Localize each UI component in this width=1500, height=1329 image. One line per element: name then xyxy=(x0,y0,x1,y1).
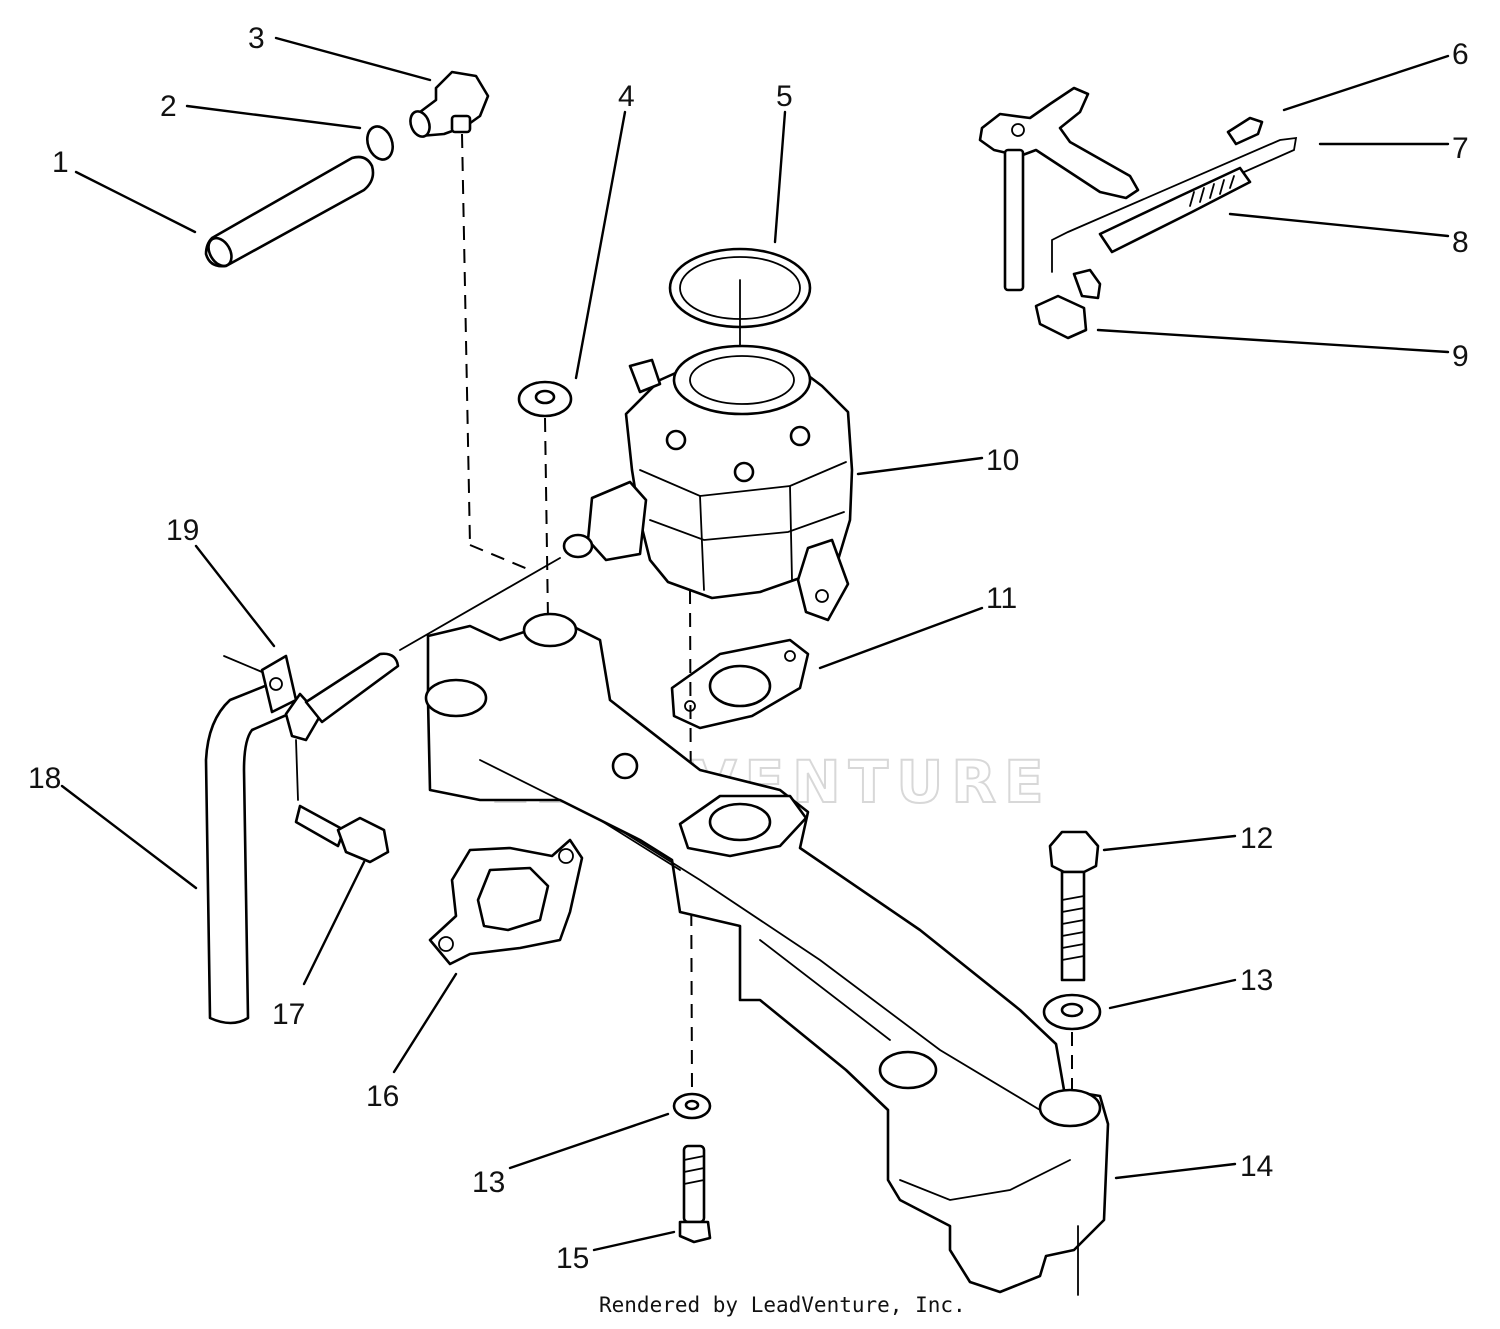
part-washer-right xyxy=(1042,993,1102,1090)
callout-18: 18 xyxy=(28,762,61,795)
part-fuel-hose xyxy=(204,155,375,268)
part-tube xyxy=(204,678,300,1025)
part-spring xyxy=(1098,166,1252,254)
callout-16: 16 xyxy=(366,1080,399,1113)
callout-19: 19 xyxy=(166,514,199,547)
part-screw-small xyxy=(1226,116,1264,146)
part-elbow-fitting xyxy=(409,70,490,546)
part-o-ring xyxy=(668,247,812,401)
part-wing-nut xyxy=(1034,268,1102,340)
callout-8: 8 xyxy=(1452,226,1469,259)
part-bolt-small xyxy=(294,804,390,864)
part-hose-clamp xyxy=(366,125,394,161)
callout-17: 17 xyxy=(272,998,305,1031)
part-manifold-gasket xyxy=(428,838,584,966)
part-throttle-link xyxy=(1051,136,1298,273)
render-credit: Rendered by LeadVenture, Inc. xyxy=(599,1293,966,1317)
part-washer-bottom xyxy=(672,1092,712,1120)
callout-4: 4 xyxy=(618,80,635,113)
callout-2: 2 xyxy=(160,90,177,123)
callout-12: 12 xyxy=(1240,822,1273,855)
part-stud-bolt xyxy=(678,1144,712,1244)
part-bolt-long xyxy=(1048,830,1100,982)
part-throttle-bracket xyxy=(978,86,1140,292)
callout-13-right: 13 xyxy=(1240,964,1273,997)
callout-11: 11 xyxy=(986,582,1017,615)
part-washer-top xyxy=(517,380,573,621)
part-intake-manifold xyxy=(424,612,1110,1296)
part-carburetor xyxy=(399,344,854,651)
callout-13-bottom: 13 xyxy=(472,1166,505,1199)
callout-1: 1 xyxy=(52,146,69,179)
leader-lines xyxy=(60,36,1450,1252)
callout-6: 6 xyxy=(1452,38,1469,71)
callout-14: 14 xyxy=(1240,1150,1273,1183)
callout-labels: 1 2 3 4 5 6 7 8 9 10 11 12 13 14 13 15 1… xyxy=(28,22,1469,1275)
callout-3: 3 xyxy=(248,22,265,55)
callout-5: 5 xyxy=(776,80,793,113)
part-clip xyxy=(223,652,400,801)
callout-9: 9 xyxy=(1452,340,1469,373)
callout-15: 15 xyxy=(556,1242,589,1275)
part-carb-gasket xyxy=(670,589,810,1091)
callout-7: 7 xyxy=(1452,132,1469,165)
callout-10: 10 xyxy=(986,444,1019,477)
